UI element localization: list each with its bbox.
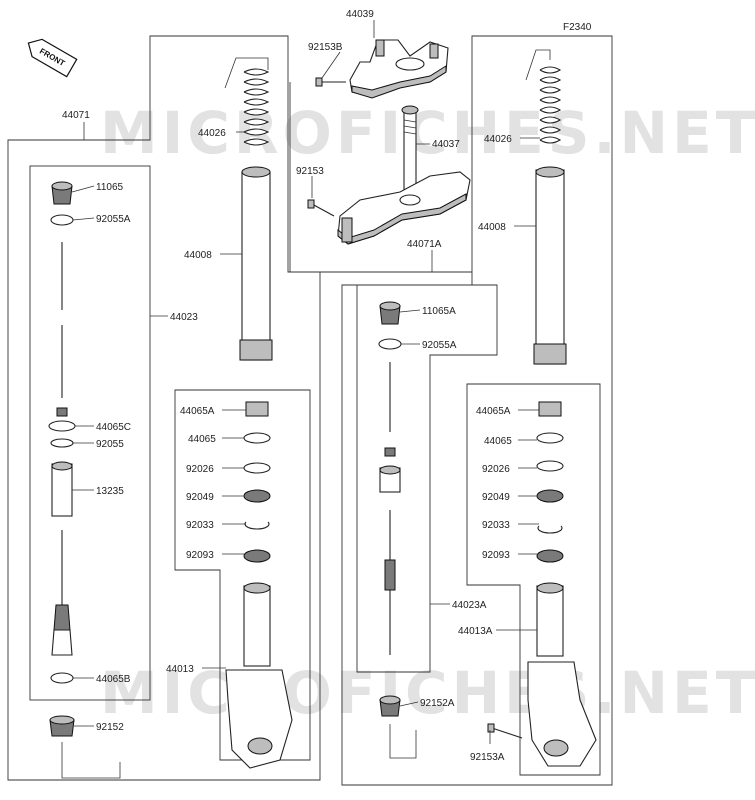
label-44071A: 44071A <box>407 239 442 250</box>
leader-lines <box>71 20 540 744</box>
group-outline-44023A <box>356 284 498 673</box>
group-outline-44023 <box>29 165 151 701</box>
label-44065-right: 44065 <box>484 436 512 447</box>
label-92093-left: 92093 <box>186 550 214 561</box>
label-11065: 11065 <box>96 182 124 193</box>
label-44065B: 44065B <box>96 674 131 685</box>
label-92033-right: 92033 <box>482 520 510 531</box>
upper-triple-clamp <box>349 39 449 99</box>
right-seal-stack <box>536 401 564 563</box>
label-92093-right: 92093 <box>482 550 510 561</box>
label-92026-right: 92026 <box>482 464 510 475</box>
right-outer-tube <box>533 166 567 365</box>
label-92153: 92153 <box>296 166 324 177</box>
bolt-92153 <box>307 199 335 217</box>
label-44039: 44039 <box>346 9 374 20</box>
right-fork-spring <box>525 49 562 144</box>
label-44026-left: 44026 <box>198 128 226 139</box>
label-44008-right: 44008 <box>478 222 506 233</box>
label-92049-left: 92049 <box>186 492 214 503</box>
lower-triple-clamp <box>337 171 471 245</box>
label-92033-left: 92033 <box>186 520 214 531</box>
label-92153B: 92153B <box>308 42 343 53</box>
group-outline-stem <box>289 82 472 273</box>
part-labels: 44039 92153B 44037 92153 44071 44071A 11… <box>62 9 512 763</box>
label-44008-left: 44008 <box>184 250 212 261</box>
left-fork-spring <box>224 57 270 146</box>
label-92049-right: 92049 <box>482 492 510 503</box>
watermark-bottom: MICROFICHES.NET <box>100 659 755 727</box>
label-44013: 44013 <box>166 664 194 675</box>
watermark-top: MICROFICHES.NET <box>100 99 755 167</box>
label-92152: 92152 <box>96 722 124 733</box>
group-outline-seals-left <box>174 389 311 761</box>
label-44065C: 44065C <box>96 422 131 433</box>
label-92055A: 92055A <box>96 214 131 225</box>
right-fork-cartridge <box>378 301 417 759</box>
label-11065A: 11065A <box>422 306 456 317</box>
left-seal-stack <box>243 401 271 563</box>
label-44023: 44023 <box>170 312 198 323</box>
label-92055A-center: 92055A <box>422 340 457 351</box>
label-92152A: 92152A <box>420 698 455 709</box>
label-44013A: 44013A <box>458 626 493 637</box>
diagram-id: F2340 <box>563 22 592 33</box>
front-arrow-icon: FRONT <box>27 38 78 78</box>
label-44065A-left: 44065A <box>180 406 215 417</box>
label-44065A-right: 44065A <box>476 406 511 417</box>
label-44065-left: 44065 <box>188 434 216 445</box>
left-lower-leg <box>225 582 293 769</box>
bolt-92153A <box>487 723 523 739</box>
label-92026-left: 92026 <box>186 464 214 475</box>
label-92153A: 92153A <box>470 752 505 763</box>
label-44071: 44071 <box>62 110 90 121</box>
label-44026-right: 44026 <box>484 134 512 145</box>
label-13235: 13235 <box>96 486 124 497</box>
bolt-92153B <box>315 77 346 87</box>
label-44037: 44037 <box>432 139 460 150</box>
label-44023A: 44023A <box>452 600 487 611</box>
group-outline-44071 <box>7 35 321 781</box>
right-lower-leg <box>527 582 597 767</box>
group-outline-seals-right <box>466 383 601 776</box>
left-outer-tube <box>239 166 273 361</box>
label-92055: 92055 <box>96 439 124 450</box>
steering-stem <box>401 105 419 193</box>
left-fork-cartridge <box>48 181 121 779</box>
